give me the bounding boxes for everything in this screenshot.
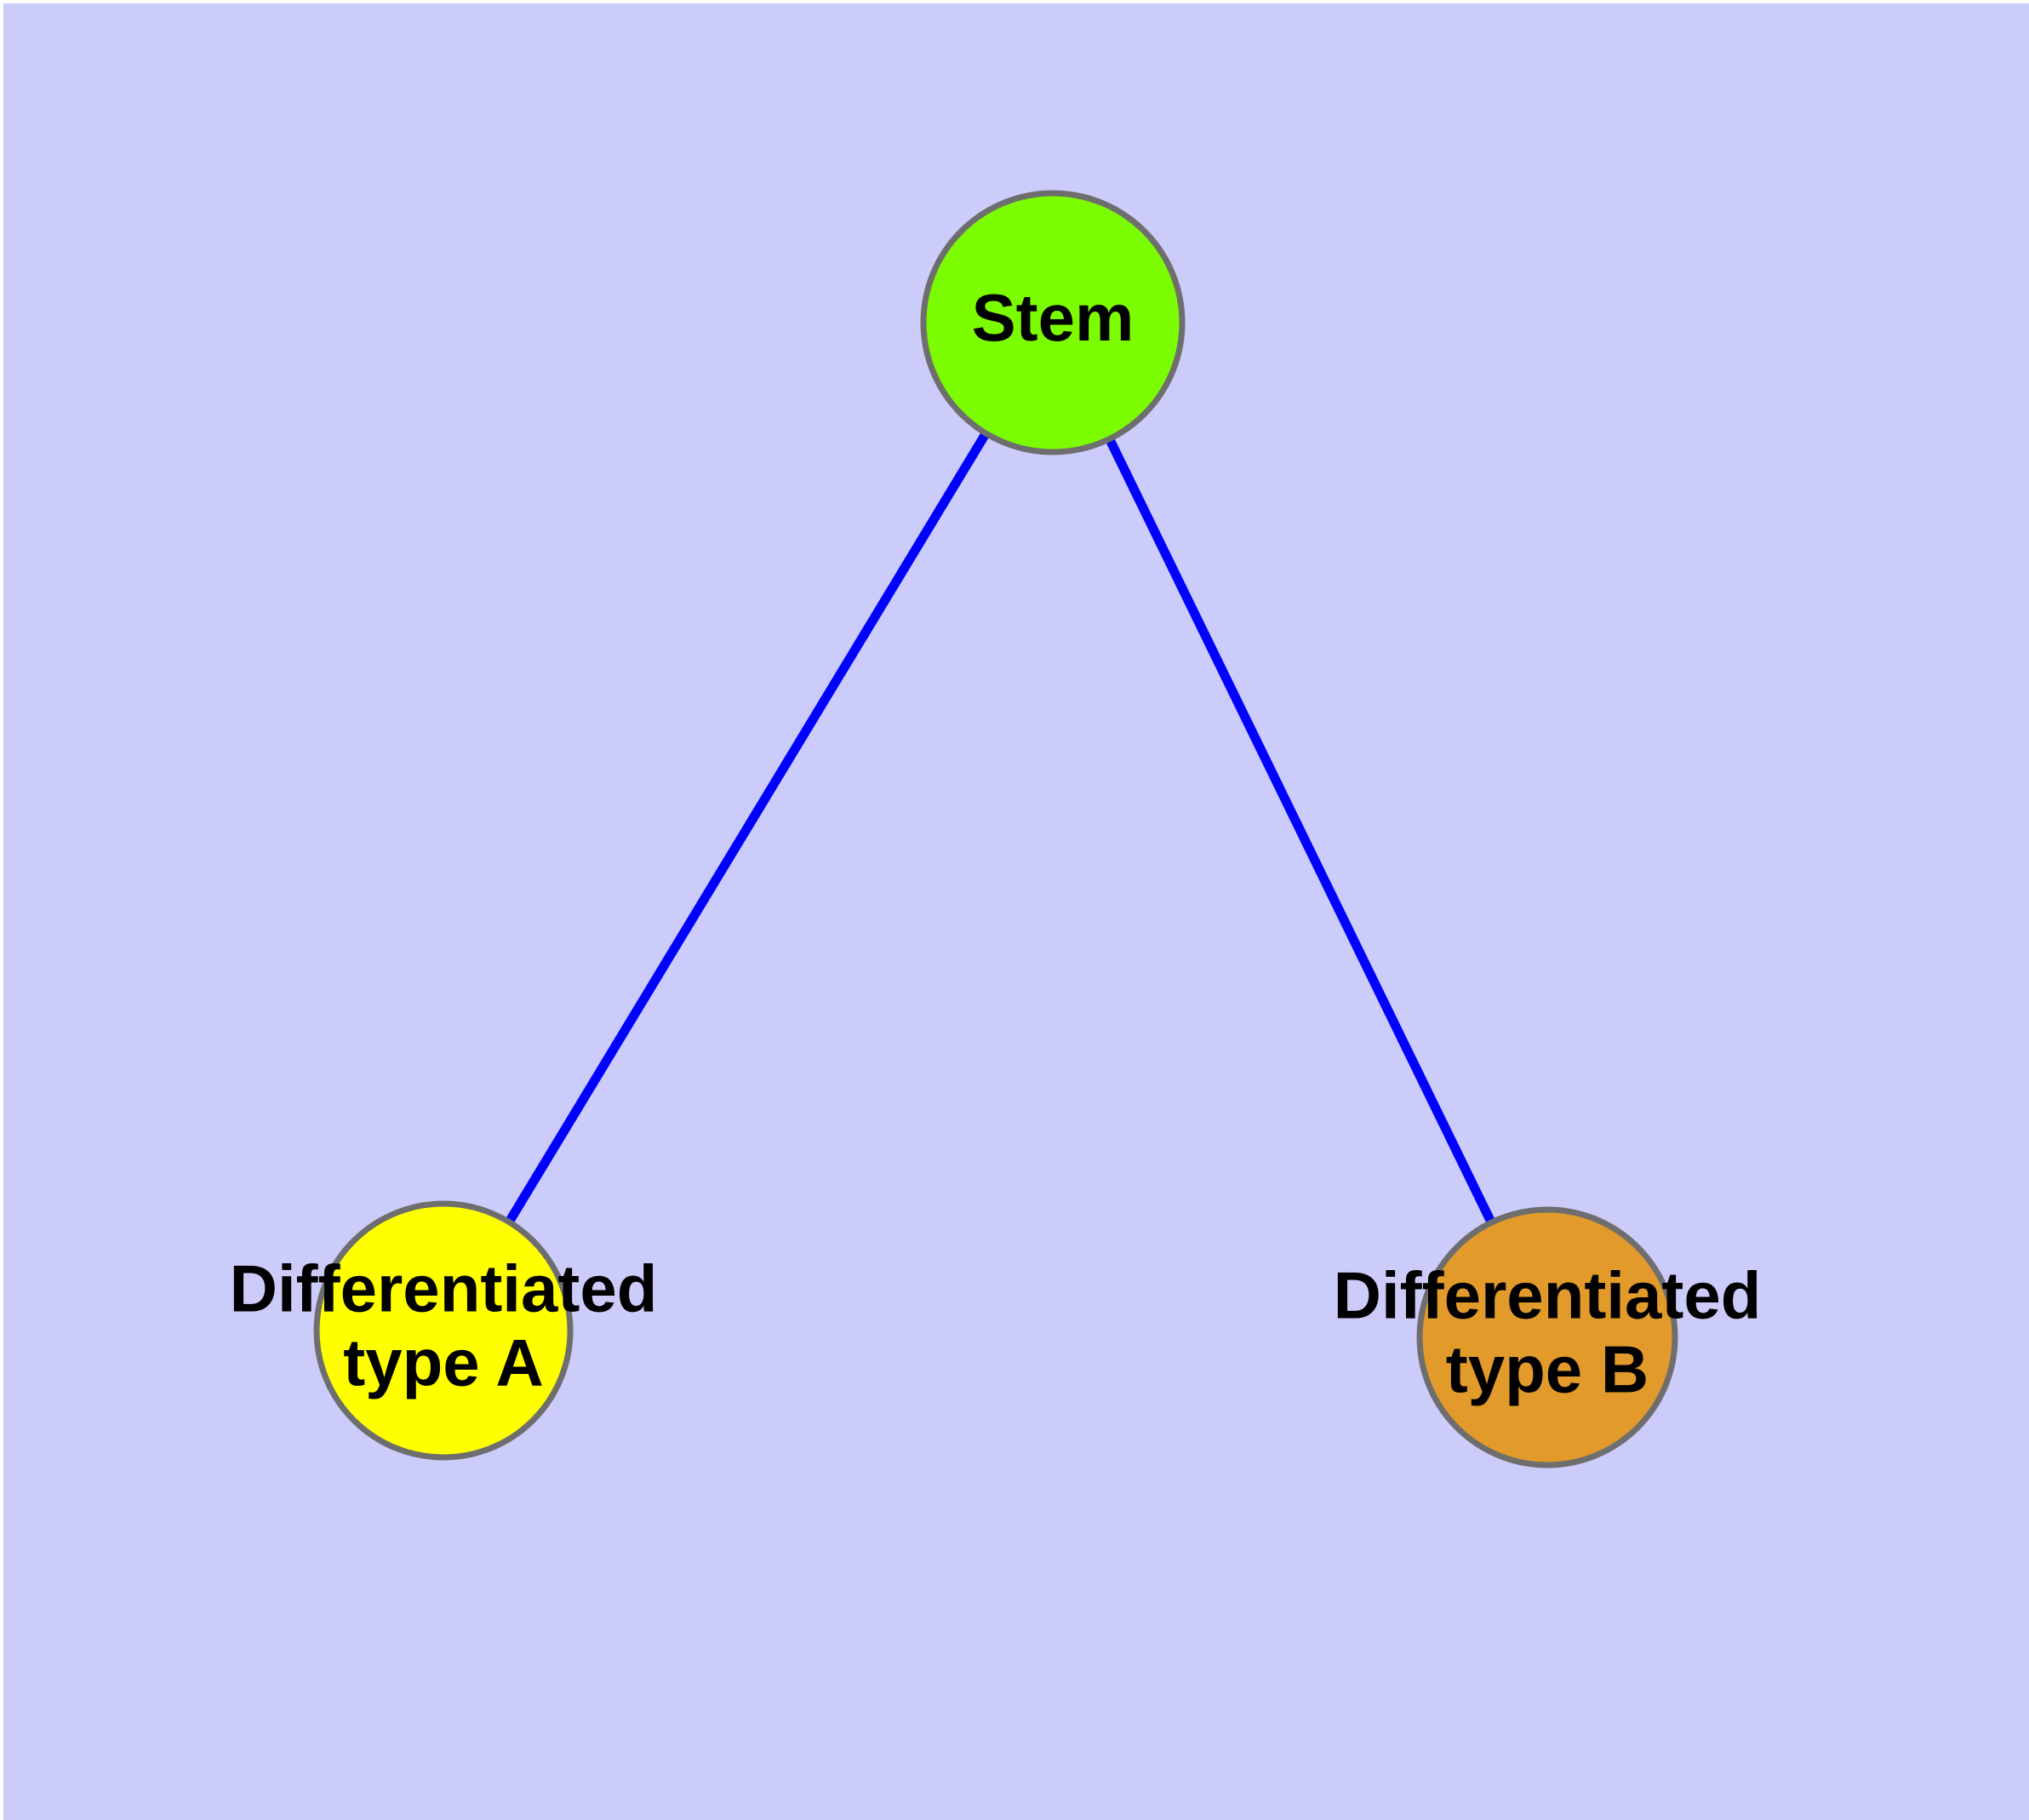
graph-node-label-line: Stem bbox=[972, 280, 1135, 355]
graph-node-label-line: Differentiated bbox=[230, 1251, 658, 1325]
graph-node-label-line: Differentiated bbox=[1334, 1257, 1762, 1332]
nodes-layer bbox=[313, 190, 1678, 1468]
graph-node-diff_b[interactable] bbox=[1416, 1206, 1678, 1468]
graph-node-label-line: type A bbox=[343, 1325, 544, 1399]
graph-edge-stem-diff_b bbox=[1049, 320, 1552, 1340]
graph-node-diff_a[interactable] bbox=[313, 1200, 574, 1461]
graph-node-label-line: type B bbox=[1446, 1331, 1649, 1406]
graph-node-label-stem: Stem bbox=[972, 280, 1135, 355]
graph-edge-stem-diff_a bbox=[439, 320, 1057, 1333]
graph-node-stem[interactable] bbox=[920, 190, 1186, 455]
edges-layer bbox=[439, 320, 1552, 1340]
